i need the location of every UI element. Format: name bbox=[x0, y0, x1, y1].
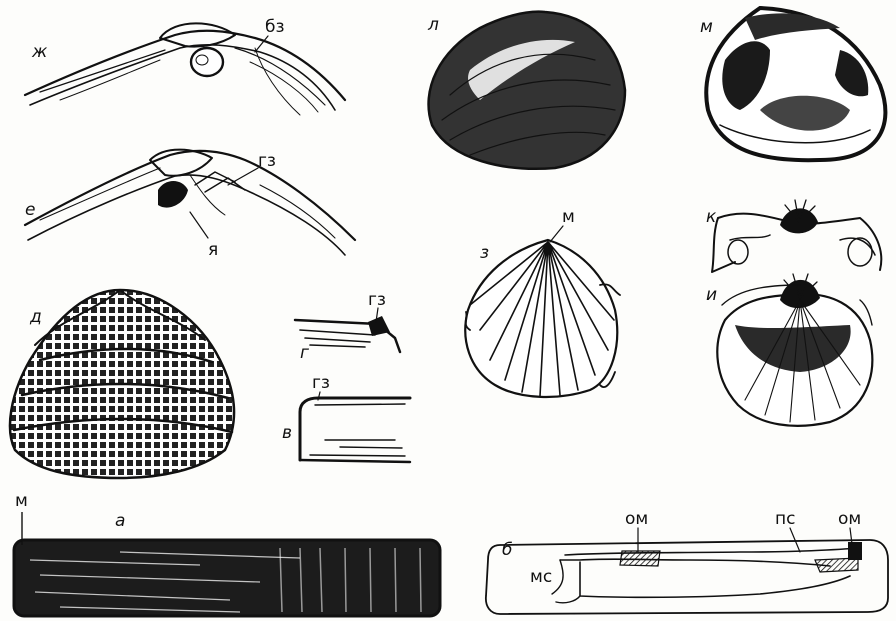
figure-l-shell bbox=[429, 12, 625, 169]
figure-v-hinge bbox=[300, 398, 410, 462]
panel-label-z: з bbox=[480, 243, 489, 263]
label-m-a: м bbox=[15, 491, 28, 511]
panel-label-l: л bbox=[427, 15, 439, 35]
panel-label-zh: ж bbox=[31, 42, 48, 62]
leader-m-z bbox=[550, 226, 563, 242]
leader-om-right bbox=[850, 528, 852, 544]
label-m-z: м bbox=[562, 207, 575, 227]
label-bz: бз bbox=[265, 17, 285, 37]
leader-ps bbox=[790, 528, 800, 552]
panel-label-a: а bbox=[115, 511, 125, 531]
panel-label-d: д bbox=[29, 307, 42, 327]
label-gz-v: гз bbox=[312, 373, 330, 393]
panel-label-i: и bbox=[706, 285, 717, 305]
leader-ya bbox=[190, 212, 208, 238]
label-om-left: ом bbox=[625, 509, 648, 529]
figure-d-shell bbox=[10, 290, 234, 478]
label-gz-e: гз bbox=[258, 151, 276, 171]
label-gz-g: гз bbox=[368, 290, 386, 310]
panel-label-m: м bbox=[700, 17, 713, 37]
figure-e-hinge bbox=[25, 150, 355, 255]
leader-gz-e bbox=[228, 168, 258, 185]
panel-label-k: к bbox=[706, 207, 717, 227]
label-ms: мс bbox=[530, 567, 552, 587]
label-ps: пс bbox=[775, 509, 795, 529]
label-om-right: ом bbox=[838, 509, 861, 529]
figure-i-valve bbox=[717, 274, 872, 426]
figure-g-hinge bbox=[295, 316, 400, 352]
figure-m-valve-interior bbox=[706, 8, 885, 160]
figure-zh-hinge bbox=[25, 23, 345, 115]
label-ya: я bbox=[208, 240, 218, 260]
panel-label-b: б bbox=[502, 540, 512, 560]
panel-label-g: г bbox=[300, 343, 309, 363]
figure-a-razor-shell bbox=[14, 512, 440, 616]
panel-label-e: е bbox=[25, 200, 35, 220]
panel-label-v: в bbox=[282, 423, 292, 443]
figure-k-hinge bbox=[712, 200, 881, 272]
figure-z-shell bbox=[465, 240, 620, 397]
